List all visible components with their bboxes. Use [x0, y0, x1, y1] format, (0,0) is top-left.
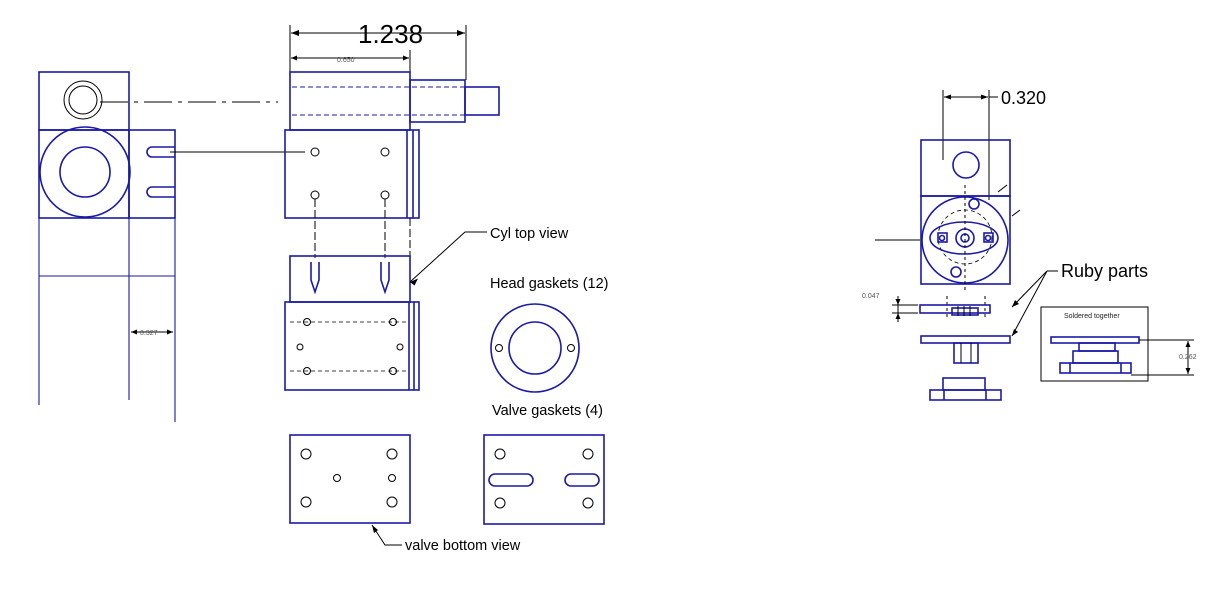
dim-overall-length: 1.238 [358, 19, 423, 49]
label-head-gaskets: Head gaskets (12) [490, 276, 608, 292]
slot-lower [146, 186, 175, 198]
dim-soldered-height: 0.262 [1179, 354, 1197, 361]
stud-left [310, 262, 320, 295]
valve-bottom-view: valve bottom view [289, 434, 521, 554]
cylinder-shaft [409, 79, 466, 123]
slot-upper [146, 146, 175, 158]
valve-gasket: Valve gaskets (4) [483, 403, 605, 525]
soldered-assembly: Soldered together 0.262 [1040, 306, 1197, 382]
top-view-lower [284, 301, 420, 391]
top-view-upper [289, 255, 411, 303]
ruby-end-view: 0.320 Ruby parts [862, 88, 1148, 401]
cylinder-bore [59, 146, 111, 198]
valve-side-block [128, 129, 176, 219]
valve-block [284, 129, 420, 219]
cylinder-outer [39, 126, 131, 218]
cylinder-side-view: 1.238 0.650 [284, 19, 500, 258]
port-inner [68, 85, 98, 115]
dim-ruby-gasket: 0.047 [862, 293, 880, 300]
label-valve-gaskets: Valve gaskets (4) [492, 403, 603, 419]
dim-left-view-width: 0.327 [140, 330, 158, 337]
left-end-view: 0.327 [38, 71, 305, 422]
dim-ruby-spacing: 0.320 [1001, 88, 1046, 108]
cylinder-body [289, 71, 411, 131]
cylinder-top-view: Cyl top view [284, 226, 569, 391]
dim-cyl-length: 0.650 [337, 57, 355, 64]
head-gasket: Head gaskets (12) [490, 276, 608, 393]
label-soldered-together: Soldered together [1064, 313, 1120, 320]
label-ruby-parts: Ruby parts [1061, 261, 1148, 281]
port-outer [63, 80, 103, 120]
label-cyl-top-view: Cyl top view [490, 226, 569, 242]
shaft-end [464, 86, 500, 116]
stud-right [380, 262, 390, 295]
label-valve-bottom-view: valve bottom view [405, 538, 521, 554]
